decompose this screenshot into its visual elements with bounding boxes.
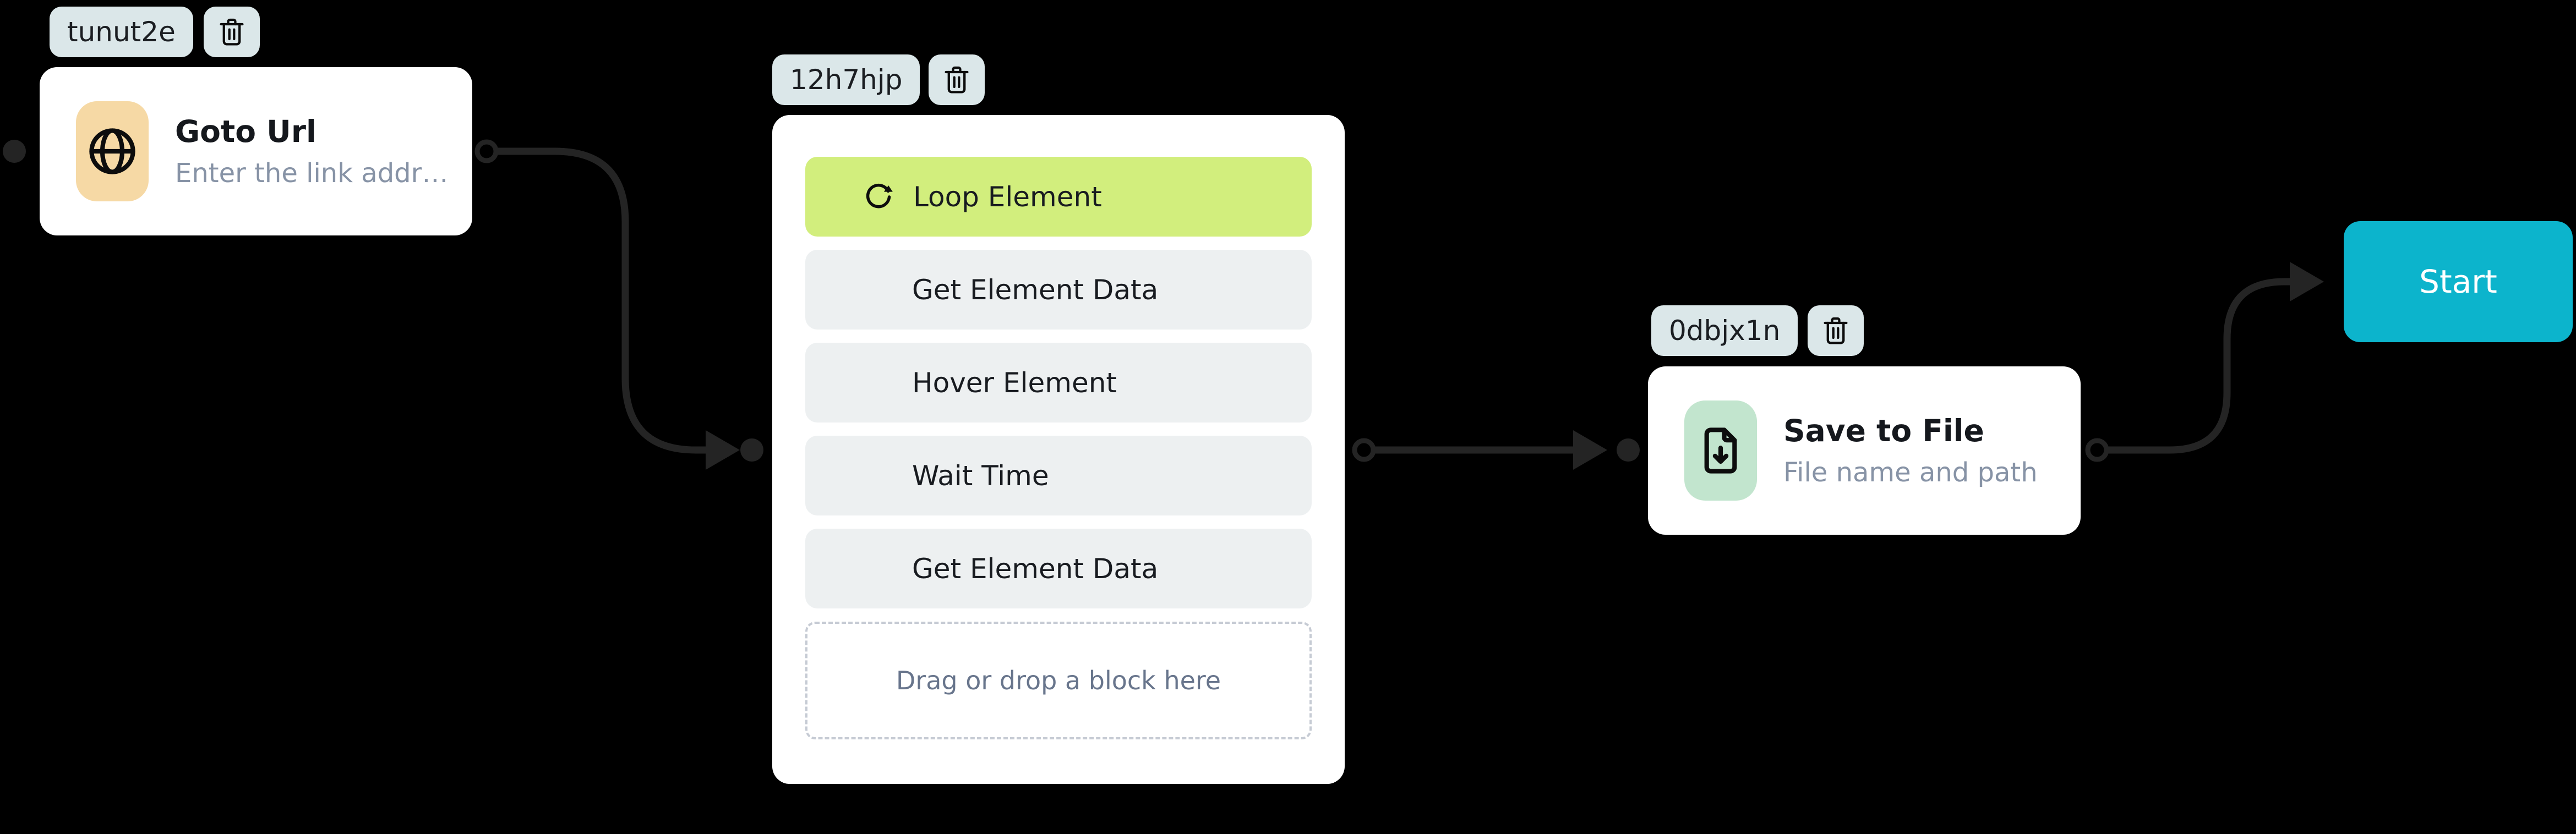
start-node[interactable]: Start — [2344, 221, 2573, 342]
loop-delete-button[interactable] — [929, 54, 985, 105]
save-node-card[interactable]: Save to File File name and path — [1648, 366, 2081, 535]
loop-node-id-badge: 12h7hjp — [772, 54, 920, 105]
gotourl-icon-box — [76, 101, 149, 201]
loop-block-get-element-data-1[interactable]: Get Element Data — [805, 250, 1312, 330]
loop-block-loop-element[interactable]: Loop Element — [805, 157, 1312, 237]
loop-group-card[interactable]: Loop Element Get Element Data Hover Elem… — [772, 115, 1345, 784]
gotourl-node-card[interactable]: Goto Url Enter the link addr… — [40, 67, 472, 235]
block-label: Hover Element — [912, 366, 1117, 399]
block-label: Get Element Data — [912, 552, 1159, 585]
gotourl-input-port[interactable] — [3, 140, 26, 163]
gotourl-node-id-badge: tunut2e — [50, 7, 193, 57]
loop-dropzone[interactable]: Drag or drop a block here — [805, 622, 1312, 739]
loop-input-port[interactable] — [740, 438, 763, 462]
gotourl-output-port[interactable] — [474, 139, 499, 163]
trash-icon — [1824, 317, 1848, 344]
loop-block-hover-element[interactable]: Hover Element — [805, 343, 1312, 423]
edge-save-arrowhead-icon — [2290, 262, 2324, 301]
save-node-id-badge: 0dbjx1n — [1651, 305, 1798, 356]
block-label: Get Element Data — [912, 273, 1159, 306]
edge-gotourl-to-loop[interactable] — [494, 147, 710, 454]
save-input-port[interactable] — [1617, 438, 1640, 462]
loop-block-label: Loop Element — [913, 180, 1102, 213]
loop-icon — [860, 179, 897, 215]
file-download-icon — [1704, 427, 1737, 474]
start-label: Start — [2419, 263, 2497, 300]
dropzone-label: Drag or drop a block here — [896, 666, 1221, 695]
save-subtitle: File name and path — [1783, 457, 2038, 489]
save-title: Save to File — [1783, 413, 1984, 448]
save-delete-button[interactable] — [1808, 305, 1864, 356]
loop-block-wait-time[interactable]: Wait Time — [805, 436, 1312, 515]
save-output-port[interactable] — [2085, 438, 2109, 462]
save-icon-box — [1684, 400, 1757, 501]
trash-icon — [945, 66, 969, 94]
edge-loop-arrowhead-icon — [1573, 430, 1607, 470]
loop-block-get-element-data-2[interactable]: Get Element Data — [805, 529, 1312, 608]
gotourl-delete-button[interactable] — [204, 7, 260, 57]
block-label: Wait Time — [912, 459, 1049, 492]
loop-output-port[interactable] — [1352, 438, 1376, 462]
edge-gotourl-arrowhead-icon — [706, 430, 740, 470]
gotourl-subtitle: Enter the link addr… — [175, 158, 449, 189]
gotourl-title: Goto Url — [175, 113, 316, 149]
trash-icon — [220, 18, 244, 46]
edge-save-to-start[interactable] — [2105, 278, 2294, 454]
globe-icon — [89, 128, 135, 174]
